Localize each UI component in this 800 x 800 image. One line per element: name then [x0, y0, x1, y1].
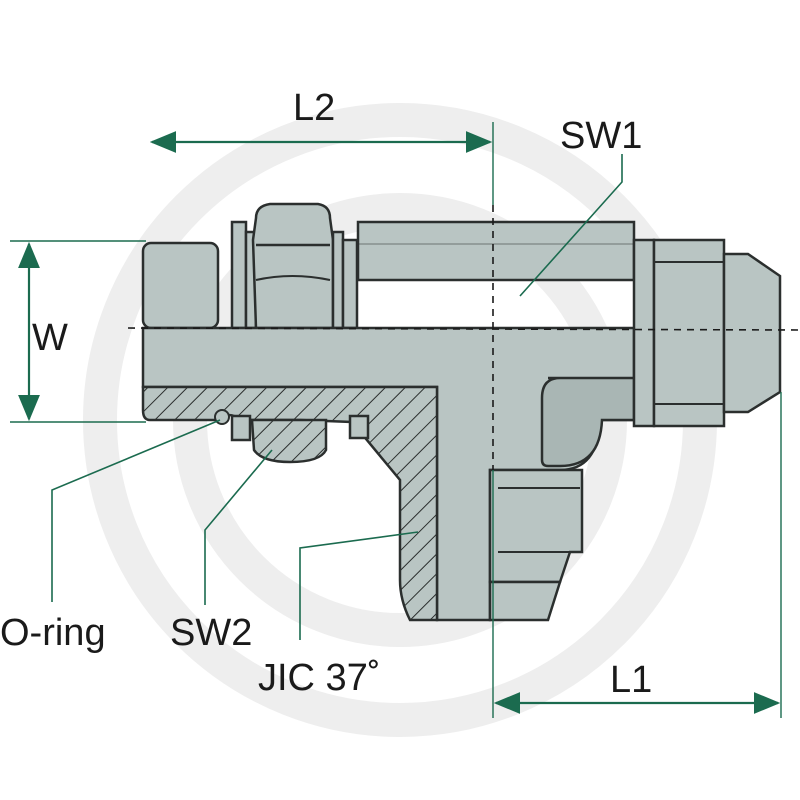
label-l1: L1: [610, 659, 652, 701]
right-cone-tip: [722, 252, 782, 414]
right-collar: [632, 238, 656, 428]
bottom-cone-tip: [488, 580, 562, 622]
body-hex-top: [356, 220, 636, 282]
leader-jic: JIC 37˚: [258, 531, 419, 699]
label-l2: L2: [293, 87, 335, 129]
label-jic: JIC 37˚: [258, 657, 380, 699]
right-shank: [652, 238, 726, 428]
washer-ring-end: [341, 238, 359, 330]
tee-body: [141, 220, 636, 622]
leader-sw1: SW1: [519, 115, 642, 297]
label-o-ring: O-ring: [0, 612, 106, 654]
stud-body-upper: [141, 241, 220, 330]
dimension-l1: L1: [492, 392, 782, 718]
label-sw1: SW1: [560, 115, 642, 157]
washer-ring-right: [331, 230, 345, 330]
washer-section-right: [348, 414, 370, 440]
dimension-w: W: [10, 240, 146, 423]
leader-o-ring: O-ring: [0, 419, 221, 654]
label-w: W: [32, 317, 68, 359]
dimension-l2: L2: [149, 87, 494, 205]
label-sw2: SW2: [170, 612, 252, 654]
right-jic-end: [632, 238, 782, 428]
washer-section: [230, 414, 252, 442]
leader-sw2: SW2: [170, 449, 273, 654]
horizontal-centreline: [127, 327, 800, 331]
left-stud-end: [141, 202, 359, 330]
locknut-section: [250, 418, 328, 464]
washer-ring-left: [230, 220, 248, 330]
body-fillet: [540, 376, 636, 468]
locknut-hex: [251, 202, 335, 330]
bottom-jic-end: [488, 468, 584, 622]
